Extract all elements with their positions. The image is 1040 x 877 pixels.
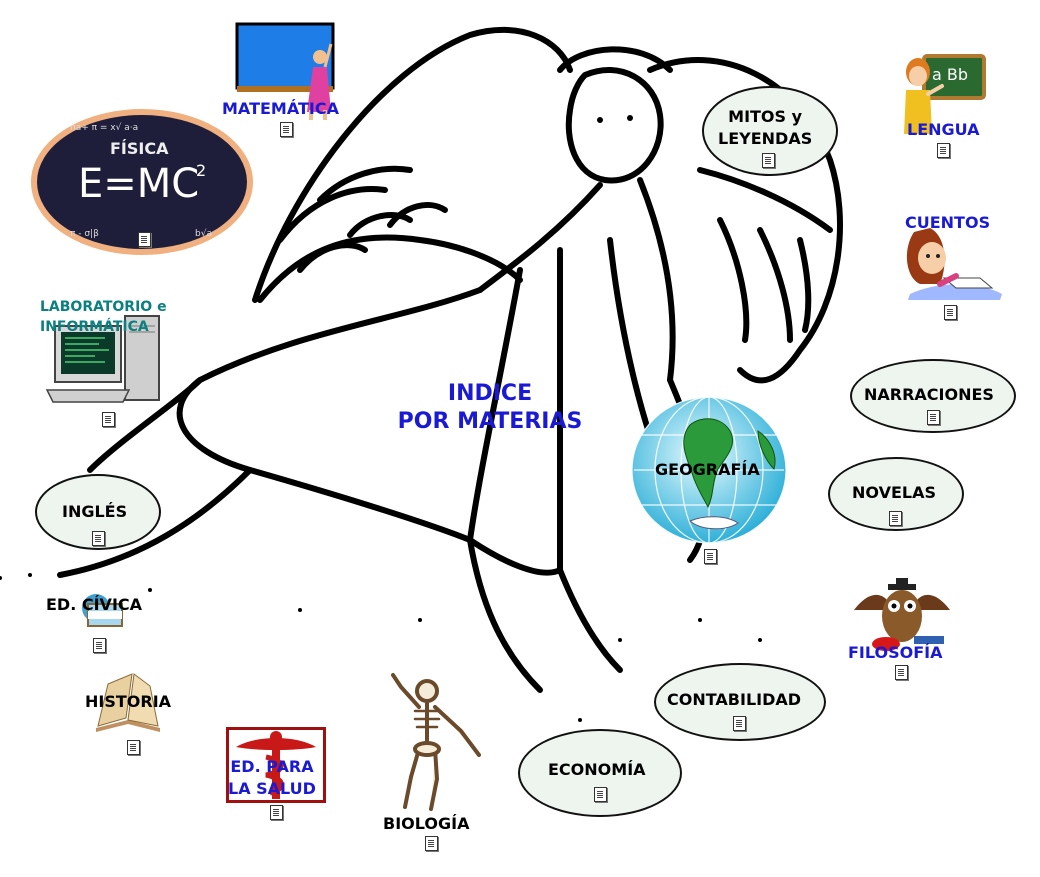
document-icon[interactable] bbox=[127, 740, 140, 755]
label-lengua[interactable]: LENGUA bbox=[907, 120, 980, 139]
document-icon[interactable] bbox=[944, 305, 957, 320]
document-icon[interactable] bbox=[92, 531, 105, 546]
caduceus-icon bbox=[226, 727, 326, 803]
label-ingles[interactable]: INGLÉS bbox=[62, 502, 128, 521]
blackboard-formula-icon: na+ π = x√ a·a π - σ|β b√a bbox=[31, 109, 253, 255]
document-icon[interactable] bbox=[889, 511, 902, 526]
formula-text: E=MC bbox=[78, 161, 200, 207]
label-laboratorio[interactable]: LABORATORIO e INFORMÁTICA bbox=[40, 299, 167, 335]
label-novelas[interactable]: NOVELAS bbox=[852, 483, 936, 502]
label-cuentos[interactable]: CUENTOS bbox=[905, 213, 991, 232]
document-icon[interactable] bbox=[733, 716, 746, 731]
girl-writing-icon bbox=[906, 228, 1002, 300]
oval-shape bbox=[702, 86, 838, 176]
label-fisica[interactable]: FÍSICA bbox=[110, 139, 169, 158]
label-filosofia[interactable]: FILOSOFÍA bbox=[848, 643, 943, 662]
oval-shape bbox=[828, 457, 964, 531]
chalkboard-girl-icon bbox=[235, 22, 335, 120]
board-text: a Bb bbox=[932, 65, 969, 84]
label-ed-salud[interactable]: ED. PARA LA SALUD bbox=[228, 757, 316, 798]
document-icon[interactable] bbox=[762, 153, 775, 168]
globe-icon bbox=[631, 396, 787, 544]
label-geografia[interactable]: GEOGRAFÍA bbox=[655, 460, 760, 479]
label-narraciones[interactable]: NARRACIONES bbox=[864, 385, 994, 404]
label-mitos[interactable]: MITOS y LEYENDAS bbox=[718, 107, 813, 148]
document-icon[interactable] bbox=[270, 805, 283, 820]
document-icon[interactable] bbox=[937, 143, 950, 158]
document-icon[interactable] bbox=[927, 410, 940, 425]
document-icon[interactable] bbox=[895, 665, 908, 680]
document-icon[interactable] bbox=[280, 122, 293, 137]
formula-exponent: 2 bbox=[196, 161, 207, 180]
label-contabilidad[interactable]: CONTABILIDAD bbox=[667, 690, 802, 709]
owl-icon bbox=[854, 578, 950, 651]
computer-icon bbox=[45, 315, 160, 403]
label-ed-civica[interactable]: ED. CÍVICA bbox=[46, 595, 143, 614]
teacher-board-icon bbox=[904, 54, 986, 134]
document-icon[interactable] bbox=[102, 412, 115, 427]
document-icon[interactable] bbox=[704, 549, 717, 564]
document-icon[interactable] bbox=[138, 232, 151, 247]
page-title: INDICE POR MATERIAS bbox=[397, 381, 583, 434]
label-matematica[interactable]: MATEMÁTICA bbox=[222, 99, 339, 118]
svg-text:b√a: b√a bbox=[195, 228, 212, 239]
svg-text:π - σ|β: π - σ|β bbox=[70, 229, 99, 239]
label-economia[interactable]: ECONOMÍA bbox=[548, 760, 646, 779]
document-icon[interactable] bbox=[425, 836, 438, 851]
svg-text:na+ π = x√ a·a: na+ π = x√ a·a bbox=[70, 122, 138, 133]
skeleton-icon bbox=[391, 673, 481, 811]
oval-shape bbox=[850, 359, 1016, 433]
document-icon[interactable] bbox=[93, 638, 106, 653]
open-book-icon bbox=[96, 673, 160, 732]
document-icon[interactable] bbox=[594, 787, 607, 802]
flag-globe-icon bbox=[82, 594, 123, 627]
oval-shape bbox=[518, 729, 682, 817]
label-historia[interactable]: HISTORIA bbox=[85, 692, 172, 711]
label-biologia[interactable]: BIOLOGÍA bbox=[383, 814, 470, 833]
